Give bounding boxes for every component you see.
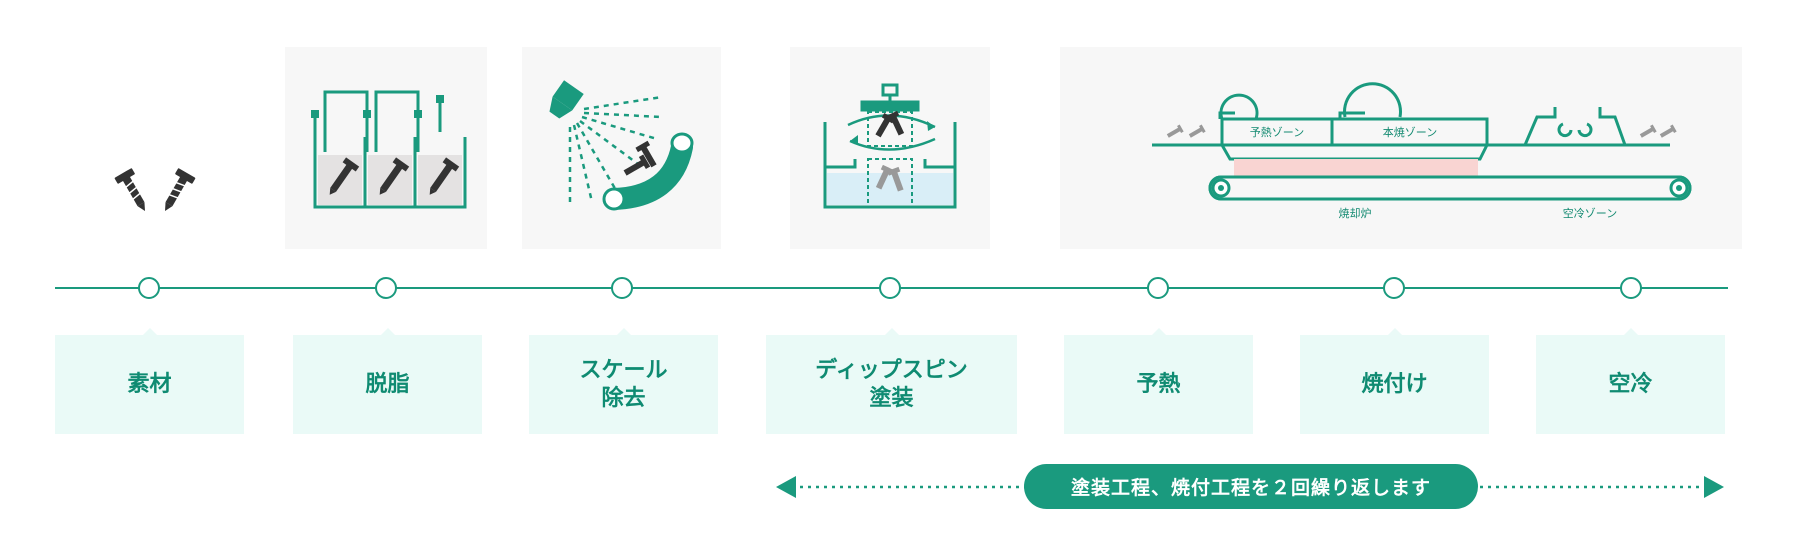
preheat-zone-label: 予熱ゾーン <box>1250 126 1304 139</box>
step-label-dip-spin: ディップスピン 塗装 <box>766 328 1017 434</box>
timeline-node <box>1147 277 1169 299</box>
raw-material-illustration <box>114 168 196 212</box>
arrow-right-icon <box>1704 476 1724 498</box>
process-timeline <box>55 277 1728 299</box>
timeline-node <box>1620 277 1642 299</box>
degreasing-tank-icon <box>311 90 467 209</box>
step-label-text: 素材 <box>127 371 172 397</box>
scale-removal-panel <box>522 47 721 249</box>
step-label-degreasing: 脱脂 <box>293 328 482 434</box>
dip-spin-tank-icon <box>823 83 957 209</box>
furnace-panel: 予熱ゾーン 本焼ゾーン 焼却炉 空冷ゾーン <box>1060 47 1742 249</box>
step-label-text: 脱脂 <box>365 371 410 397</box>
spray-nozzle-icon <box>549 80 694 211</box>
arrow-left-icon <box>776 476 796 498</box>
cooling-zone-label: 空冷ゾーン <box>1563 206 1617 220</box>
screw-icon <box>165 168 196 212</box>
step-label-text: スケール 除去 <box>579 357 668 411</box>
repeat-note-text: 塗装工程、焼付工程を２回繰り返します <box>1070 477 1431 499</box>
timeline-node <box>611 277 633 299</box>
main-zone-label: 本焼ゾーン <box>1383 125 1437 139</box>
screw-icon <box>114 168 145 212</box>
timeline-node <box>375 277 397 299</box>
step-label-text: ディップスピン 塗装 <box>815 357 968 411</box>
furnace-label: 焼却炉 <box>1339 207 1372 220</box>
dip-spin-panel <box>790 47 990 249</box>
step-label-text: 空冷 <box>1608 371 1653 397</box>
timeline-node <box>1383 277 1405 299</box>
step-label-raw-material: 素材 <box>55 328 244 434</box>
step-label-baking: 焼付け <box>1300 328 1489 434</box>
timeline-node <box>879 277 901 299</box>
step-label-air-cooling: 空冷 <box>1536 328 1725 434</box>
step-label-text: 焼付け <box>1361 371 1428 397</box>
step-label-preheat: 予熱 <box>1064 328 1253 434</box>
step-label-scale-removal: スケール 除去 <box>529 328 718 434</box>
step-label-text: 予熱 <box>1136 371 1181 397</box>
degreasing-panel <box>285 47 487 249</box>
repeat-note-badge: 塗装工程、焼付工程を２回繰り返します <box>1024 464 1478 509</box>
timeline-node <box>138 277 160 299</box>
conveyor-furnace-icon: 予熱ゾーン 本焼ゾーン 焼却炉 空冷ゾーン <box>1152 82 1692 220</box>
